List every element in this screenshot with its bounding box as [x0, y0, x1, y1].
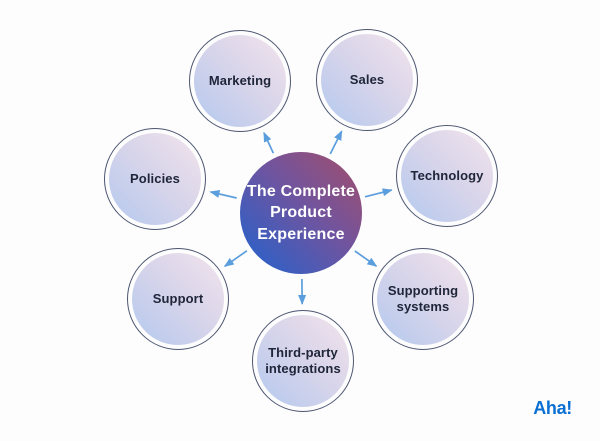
node-fill: Sales [321, 34, 413, 126]
node-fill: Technology [401, 130, 493, 222]
node-fill: Third-party integrations [257, 315, 349, 407]
node-label: Third-party integrations [265, 344, 341, 376]
node-fill: Supporting systems [377, 253, 469, 345]
node-label: Policies [130, 170, 180, 186]
center-title: The Complete Product Experience [247, 181, 355, 244]
node-fill: Policies [109, 133, 201, 225]
node-marketing: Marketing [189, 30, 291, 132]
aha-logo: Aha! [533, 398, 572, 418]
node-support: Support [127, 248, 229, 350]
node-policies: Policies [104, 128, 206, 230]
node-label: Technology [410, 167, 484, 183]
center-title-line-2: Product [270, 204, 332, 222]
node-label: Sales [349, 71, 385, 87]
center-title-line-1: The Complete [246, 183, 356, 201]
node-label: Support [152, 290, 204, 306]
node-fill: Support [132, 253, 224, 345]
node-label: Supporting systems [387, 282, 459, 314]
node-fill: Marketing [194, 35, 286, 127]
node-technology: Technology [396, 125, 498, 227]
node-sales: Sales [316, 29, 418, 131]
node-third-party-integrations: Third-party integrations [252, 310, 354, 412]
center-title-line-3: Experience [257, 225, 345, 243]
node-label: Marketing [208, 72, 272, 88]
center-node: The Complete Product Experience [240, 152, 362, 274]
node-supporting-systems: Supporting systems [372, 248, 474, 350]
